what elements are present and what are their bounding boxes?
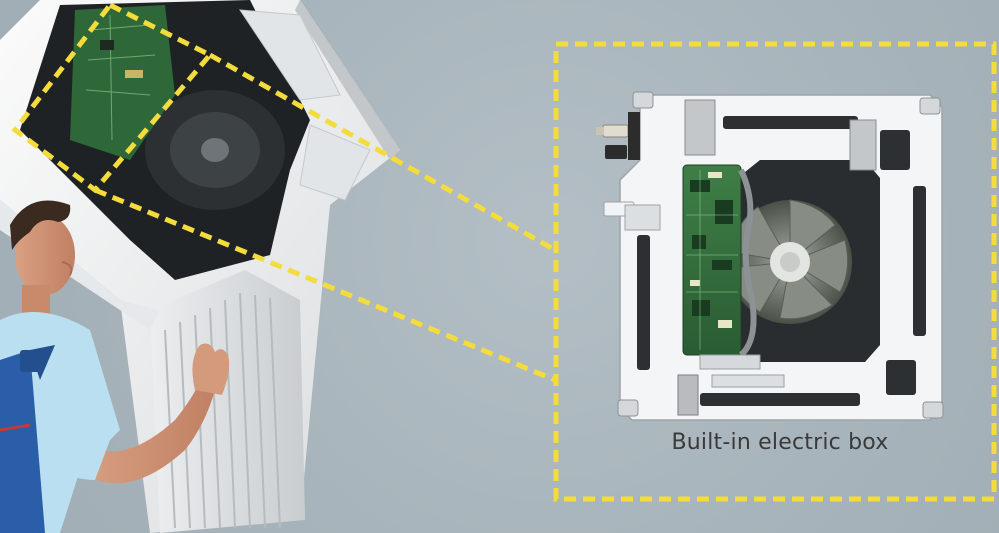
louver-slot-left [637, 235, 650, 370]
callout-highlight [11, 1, 997, 502]
cassette-topdown-view [596, 91, 944, 421]
callout-box [553, 41, 997, 502]
drain-pump [677, 374, 699, 416]
callout-connector-top [208, 52, 557, 253]
corner-bracket-br [922, 401, 944, 419]
technician-arm [80, 380, 215, 484]
technician-hand [192, 343, 230, 395]
corner-bracket-bl [617, 399, 639, 417]
caption-label: Built-in electric box [671, 430, 889, 455]
opened-grille [150, 270, 305, 533]
refrigerant-pipe-connectors [596, 112, 661, 231]
louver-slot-right [913, 186, 926, 336]
cavity-circuit-board [70, 5, 175, 160]
corner-bracket-tl [632, 91, 654, 109]
technician-person [0, 200, 230, 533]
corner-bracket-tr [919, 97, 941, 115]
louver-slot-top [723, 116, 858, 129]
louver-slot-bottom [700, 393, 860, 406]
technician-head [15, 215, 75, 295]
callout-connector-bottom [94, 187, 556, 383]
technician-overalls [0, 350, 45, 533]
